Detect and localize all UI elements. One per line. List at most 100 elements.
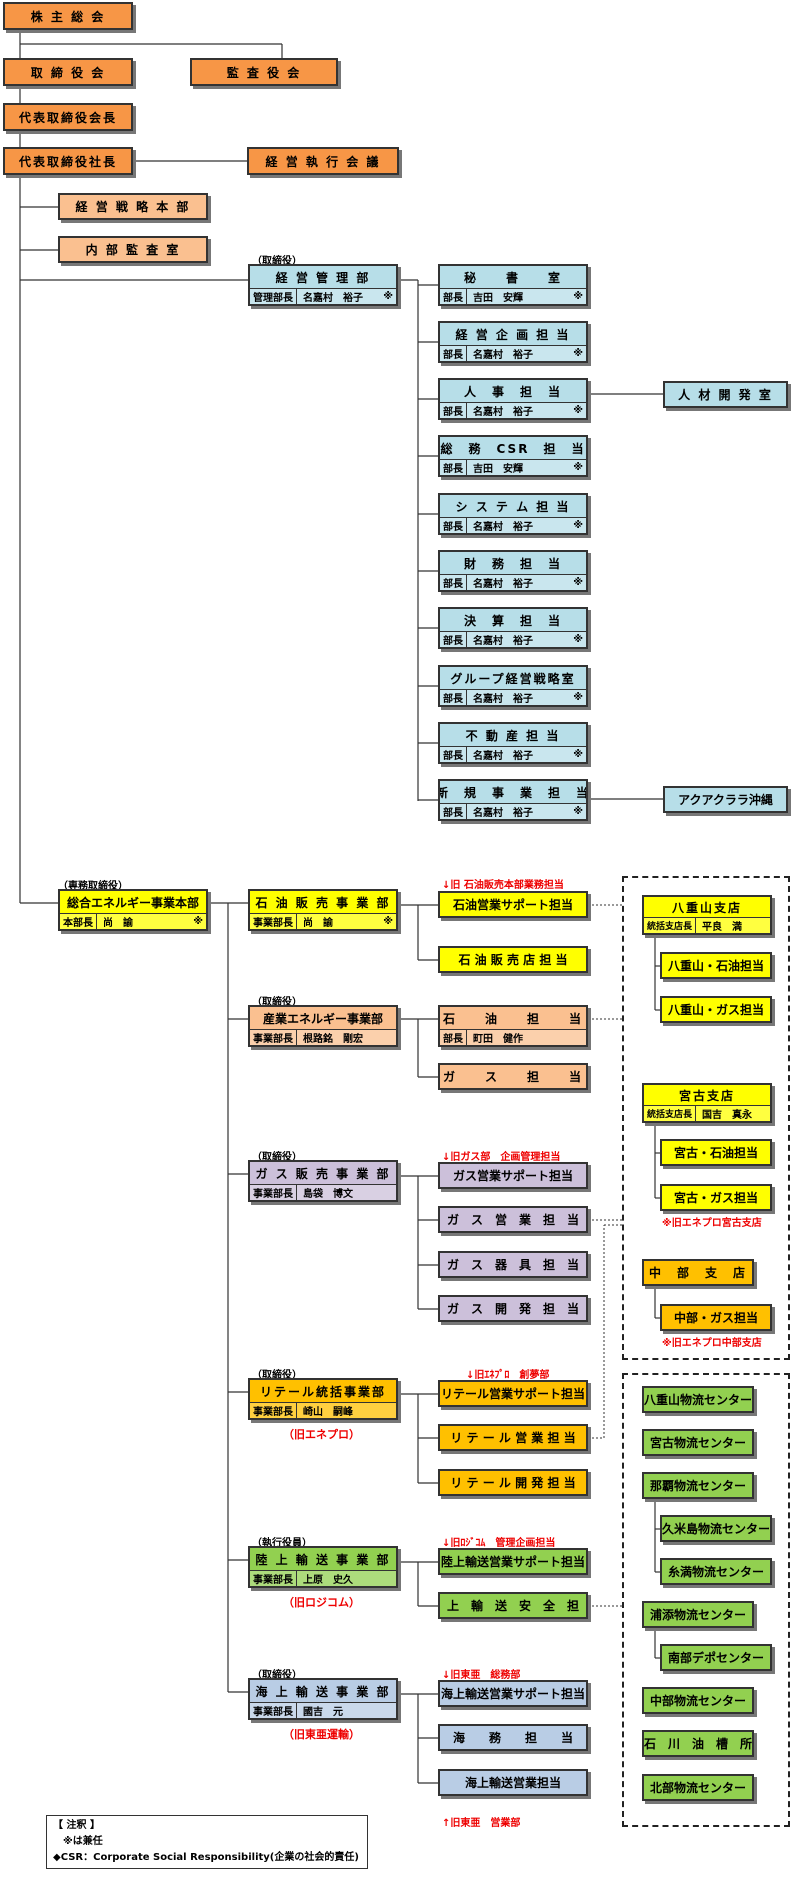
notes-box: 【 注釈 】 ※は兼任 ◆CSR：Corporate Social Respon… bbox=[46, 1815, 368, 1869]
concurrent-mark: ※ bbox=[573, 634, 583, 645]
concurrent-mark: ※ bbox=[573, 348, 583, 359]
management-unit-box: 経 営 企 画 担 当部長名嘉村 裕子※ bbox=[438, 321, 588, 363]
unit-title: シ ス テ ム 担 当 bbox=[455, 499, 571, 514]
marine-transport-division-box: 海 上 輸 送 事 業 部 事業部長國吉 元 bbox=[248, 1678, 398, 1720]
unit-person: 國吉 元 bbox=[303, 1707, 343, 1718]
retail-caption: （取締役） bbox=[252, 1370, 302, 1381]
industry-gas-unit-box: ガ ス 担 当 bbox=[438, 1063, 588, 1090]
unit-role: 部長 bbox=[440, 804, 467, 819]
executive-committee-box: 経 営 執 行 会 議 bbox=[247, 147, 399, 175]
gas-development-box: ガ ス 開 発 担 当 bbox=[438, 1295, 588, 1322]
unit-person: 町田 健作 bbox=[473, 1034, 523, 1045]
unit-title: 海 上 輸 送 事 業 部 bbox=[255, 1684, 391, 1699]
miyako-former-note: ※旧エネプロ宮古支店 bbox=[662, 1218, 762, 1229]
oil-former-note: ↓旧 石油販売本部業務担当 bbox=[442, 880, 564, 891]
unit-person: 名嘉村 裕子 bbox=[473, 751, 533, 762]
unit-person: 名嘉村 裕子 bbox=[473, 694, 533, 705]
unit-role: 部長 bbox=[440, 632, 467, 647]
management-unit-box: グループ経営戦略室部長名嘉村 裕子※ bbox=[438, 665, 588, 707]
retail-sales-box: リ テ ー ル 営 業 担 当 bbox=[438, 1424, 588, 1451]
unit-staff: 部長吉田 安輝※ bbox=[440, 288, 586, 304]
unit-person: 名嘉村 裕子 bbox=[473, 407, 533, 418]
concurrent-mark: ※ bbox=[573, 806, 583, 817]
retail-division-box: リテール統括事業部 事業部長崎山 嗣峰 bbox=[248, 1378, 398, 1420]
industry-caption: （取締役） bbox=[252, 997, 302, 1008]
aqua-clara-okinawa-box: アクアクララ沖縄 bbox=[663, 786, 788, 813]
unit-title: 新 規 事 業 担 当 bbox=[438, 785, 588, 800]
board-of-auditors-box: 監 査 役 会 bbox=[190, 58, 338, 86]
retail-development-box: リ テ ー ル 開 発 担 当 bbox=[438, 1469, 588, 1496]
unit-role: 事業部長 bbox=[250, 1185, 297, 1200]
management-unit-box: 秘 書 室部長吉田 安輝※ bbox=[438, 264, 588, 306]
chairman-box: 代表取締役会長 bbox=[3, 103, 133, 131]
management-unit-box: 人 事 担 当部長名嘉村 裕子※ bbox=[438, 378, 588, 420]
unit-staff: 事業部長崎山 嗣峰 bbox=[250, 1402, 396, 1418]
unit-title: グループ経営戦略室 bbox=[450, 671, 576, 686]
management-unit-box: 財 務 担 当部長名嘉村 裕子※ bbox=[438, 550, 588, 592]
miyako-branch-box: 宮古支店 統括支店長国吉 真永 bbox=[642, 1083, 772, 1123]
president-box: 代表取締役社長 bbox=[3, 147, 133, 175]
unit-title: 総 務 CSR 担 当 bbox=[440, 441, 586, 456]
unit-title: 秘 書 室 bbox=[463, 270, 562, 285]
unit-role: 事業部長 bbox=[250, 1403, 297, 1418]
unit-title: 決 算 担 当 bbox=[463, 613, 562, 628]
unit-person: 上原 史久 bbox=[303, 1575, 353, 1586]
unit-staff: 部長名嘉村 裕子 ※ bbox=[440, 803, 586, 819]
unit-title: ガ ス 販 売 事 業 部 bbox=[255, 1166, 391, 1181]
unit-title: 産業エネルギー事業部 bbox=[262, 1011, 383, 1026]
chubu-former-note: ※旧エネプロ中部支店 bbox=[662, 1338, 762, 1349]
unit-person: 名嘉村 裕子 bbox=[473, 808, 533, 819]
unit-role: 統括支店長 bbox=[644, 918, 697, 933]
unit-title: リテール統括事業部 bbox=[259, 1384, 386, 1399]
land-former-company: （旧ロジコム） bbox=[283, 1596, 360, 1609]
unit-title: 宮古支店 bbox=[678, 1088, 735, 1103]
gas-caption: （取締役） bbox=[252, 1152, 302, 1163]
unit-staff: 部長吉田 安輝※ bbox=[440, 459, 586, 475]
unit-role: 部長 bbox=[440, 518, 467, 533]
internal-audit-box: 内 部 監 査 室 bbox=[58, 236, 208, 263]
management-unit-box: 総 務 CSR 担 当部長吉田 安輝※ bbox=[438, 435, 588, 477]
unit-staff: 部長名嘉村 裕子※ bbox=[440, 574, 586, 590]
unit-person: 国吉 真永 bbox=[702, 1110, 753, 1121]
industrial-energy-division-box: 産業エネルギー事業部 事業部長根路銘 剛宏 bbox=[248, 1005, 398, 1047]
unit-person: 名嘉村 裕子 bbox=[473, 579, 533, 590]
unit-staff: 部長名嘉村 裕子 ※ bbox=[440, 402, 586, 418]
unit-title: 石 油 担 当 bbox=[442, 1011, 583, 1026]
industry-oil-unit-box: 石 油 担 当 部長町田 健作 bbox=[438, 1005, 588, 1047]
unit-role: 部長 bbox=[440, 289, 467, 304]
unit-person: 崎山 嗣峰 bbox=[303, 1407, 353, 1418]
concurrent-mark: ※ bbox=[573, 749, 583, 760]
notes-concurrent: ※は兼任 bbox=[63, 1836, 103, 1847]
unit-person: 吉田 安輝 bbox=[473, 464, 523, 475]
yaeyama-branch-box: 八重山支店 統括支店長平良 満 bbox=[642, 895, 772, 935]
unit-role: 部長 bbox=[440, 403, 467, 418]
chubu-gas-box: 中部・ガス担当 bbox=[660, 1304, 772, 1331]
oil-dealer-box: 石 油 販 売 店 担 当 bbox=[438, 946, 588, 973]
management-unit-box: 決 算 担 当部長名嘉村 裕子※ bbox=[438, 607, 588, 649]
management-unit-box: 不 動 産 担 当部長名嘉村 裕子※ bbox=[438, 722, 588, 764]
unit-staff: 部長名嘉村 裕子※ bbox=[440, 345, 586, 361]
unit-staff: 部長町田 健作 bbox=[440, 1029, 586, 1045]
concurrent-mark: ※ bbox=[573, 405, 583, 416]
gas-sales-division-box: ガ ス 販 売 事 業 部 事業部長島袋 博文 bbox=[248, 1160, 398, 1202]
unit-person: 名嘉村 裕子 bbox=[303, 293, 363, 304]
unit-staff: 管理部長名嘉村 裕子※ bbox=[250, 288, 396, 304]
logistics-center-box: 南部デポセンター bbox=[660, 1644, 772, 1671]
concurrent-mark: ※ bbox=[383, 291, 393, 302]
logistics-center-box: 中部物流センター bbox=[642, 1687, 754, 1714]
unit-staff: 事業部長國吉 元 bbox=[250, 1702, 396, 1718]
strategy-headquarters-box: 経 営 戦 略 本 部 bbox=[58, 193, 208, 220]
unit-staff: 事業部長島袋 博文 bbox=[250, 1184, 396, 1200]
oil-sales-support-box: 石油営業サポート担当 bbox=[438, 891, 588, 918]
gas-former-note: ↓旧ガス部 企画管理担当 bbox=[442, 1152, 561, 1163]
concurrent-mark: ※ bbox=[383, 916, 393, 927]
unit-role: 部長 bbox=[440, 346, 467, 361]
logistics-center-box: 八重山物流センター bbox=[642, 1386, 754, 1413]
land-safety-box: 陸 上 輸 送 安 全 担 当 bbox=[438, 1592, 588, 1619]
retail-sales-support-box: リテール営業サポート担当 bbox=[438, 1380, 588, 1407]
logistics-group bbox=[622, 1373, 790, 1827]
retail-former-note: ↓旧ｴﾈﾌﾟﾛ 創夢部 bbox=[466, 1370, 550, 1381]
unit-title: 八重山支店 bbox=[671, 900, 742, 915]
unit-title: 石 油 販 売 事 業 部 bbox=[255, 895, 391, 910]
